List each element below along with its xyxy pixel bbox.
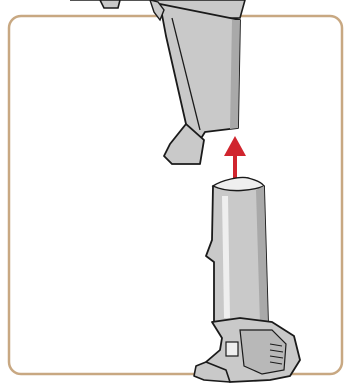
- arrow-head: [224, 136, 246, 156]
- handle-front-face: [160, 4, 240, 140]
- battery-latch: [226, 342, 238, 356]
- battery-top-cap: [213, 177, 264, 190]
- battery-pack-icon: [194, 177, 300, 382]
- handheld-device-handle-icon: [70, 0, 245, 164]
- battery-base-panel: [240, 330, 286, 374]
